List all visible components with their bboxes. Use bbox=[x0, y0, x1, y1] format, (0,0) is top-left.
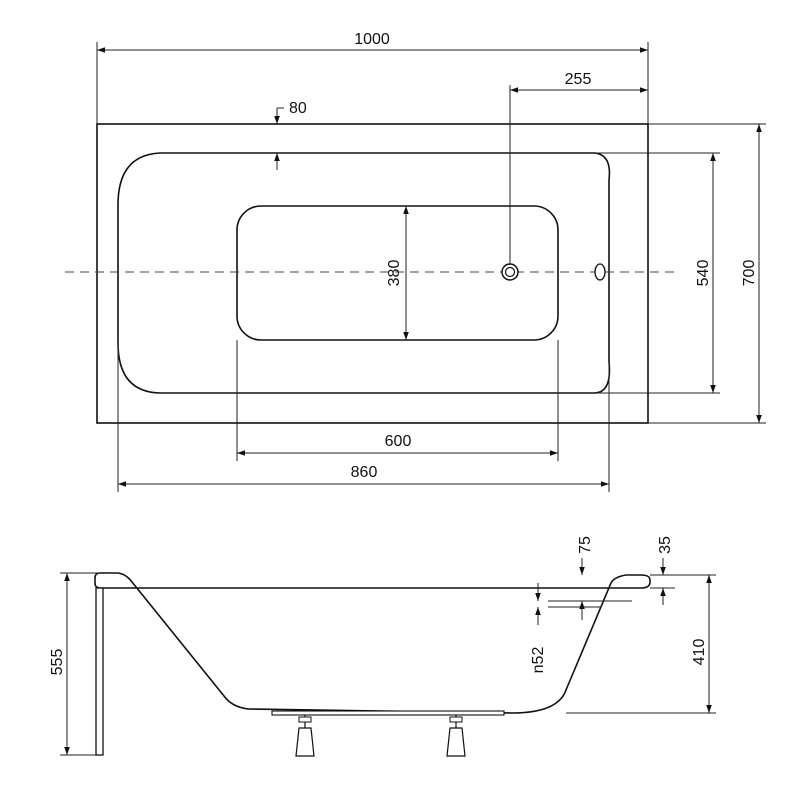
dim-inner-length: 860 bbox=[117, 343, 610, 492]
dim-inner-length-label: 860 bbox=[351, 464, 378, 481]
tub-side-profile bbox=[94, 572, 651, 714]
dim-overflow-diameter-label: n52 bbox=[530, 647, 547, 674]
side-view: 555 75 35 n52 410 bbox=[49, 536, 716, 757]
dim-total-height-label: 555 bbox=[49, 649, 66, 676]
dim-drain-offset-label: 255 bbox=[565, 71, 592, 88]
dim-overall-length-label: 1000 bbox=[354, 31, 390, 48]
tub-inner-basin bbox=[117, 152, 611, 394]
dim-drain-offset: 255 bbox=[509, 71, 648, 264]
drain-icon bbox=[501, 263, 519, 281]
tub-bottom-area bbox=[236, 205, 559, 341]
dim-overflow-diameter: n52 bbox=[530, 583, 547, 673]
dim-overflow-offset: 75 bbox=[577, 536, 594, 620]
leg-right bbox=[446, 715, 466, 757]
dim-inner-width: 540 bbox=[595, 152, 720, 394]
dim-overall-width-label: 700 bbox=[741, 260, 758, 287]
tub-outer-rim bbox=[96, 123, 649, 424]
dim-bottom-length: 600 bbox=[236, 340, 559, 461]
overflow-icon bbox=[594, 263, 606, 281]
dim-bottom-width: 380 bbox=[386, 206, 409, 340]
dim-overflow-offset-label: 75 bbox=[577, 536, 594, 554]
dim-inner-width-label: 540 bbox=[695, 260, 712, 287]
dim-bottom-width-label: 380 bbox=[386, 260, 403, 287]
dim-overall-length: 1000 bbox=[96, 31, 649, 124]
dim-depth: 410 bbox=[566, 574, 716, 714]
base-frame bbox=[271, 710, 505, 716]
dim-overall-width: 700 bbox=[648, 123, 766, 424]
dim-rim-thickness: 35 bbox=[650, 536, 675, 605]
dim-total-height: 555 bbox=[49, 572, 100, 756]
top-view: 1000 255 80 380 540 bbox=[65, 31, 766, 492]
dim-rim-width: 80 bbox=[274, 100, 307, 170]
leg-left bbox=[295, 715, 315, 757]
dim-depth-label: 410 bbox=[691, 639, 708, 666]
dim-rim-width-label: 80 bbox=[289, 100, 307, 117]
dim-rim-thickness-label: 35 bbox=[657, 536, 674, 554]
dim-bottom-length-label: 600 bbox=[385, 433, 412, 450]
front-apron bbox=[95, 587, 104, 756]
